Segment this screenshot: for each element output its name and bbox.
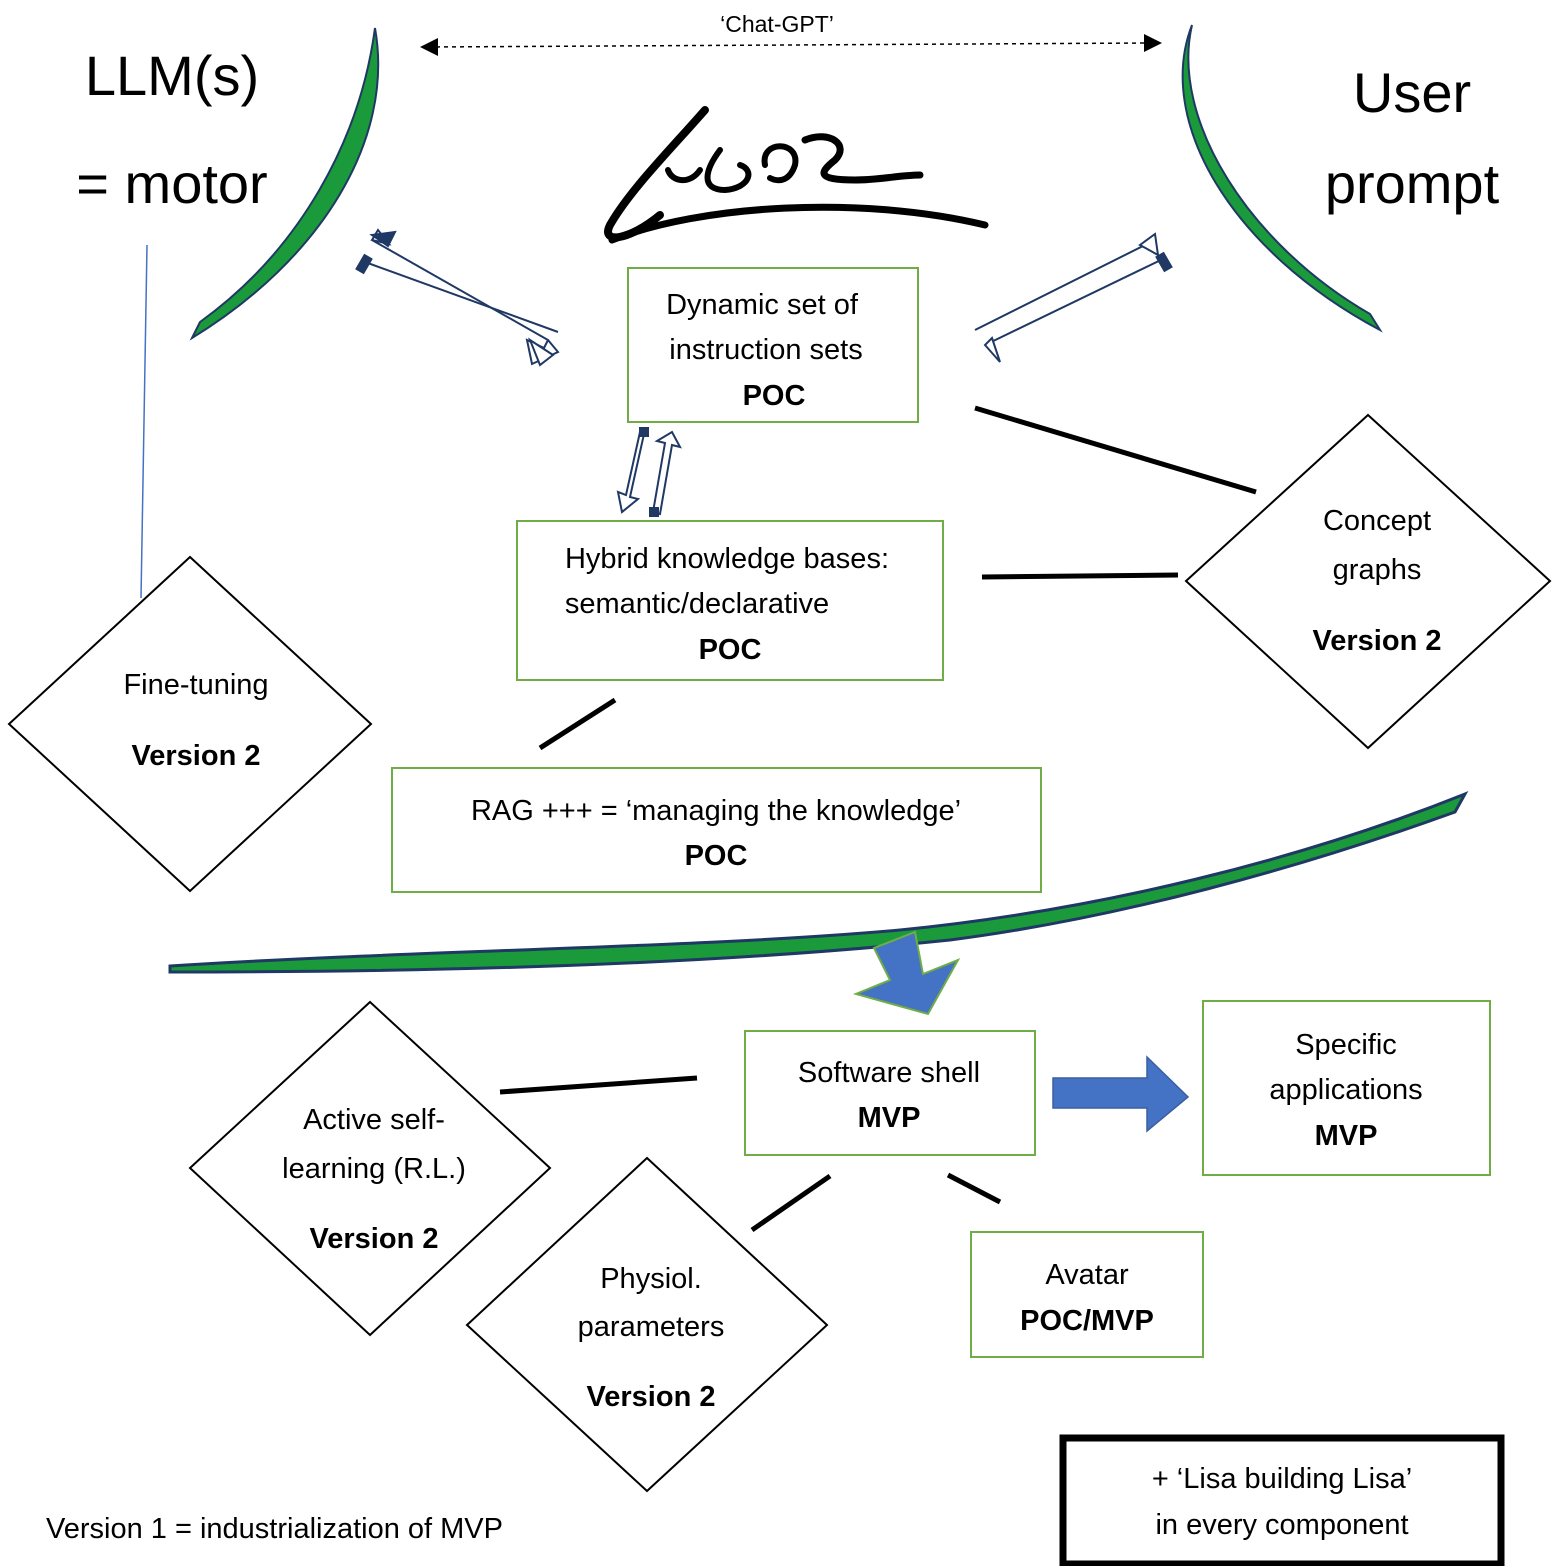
active-line2: learning (R.L.)	[282, 1153, 466, 1185]
vertical-double-arrow-icon	[616, 427, 682, 517]
active-line1: Active self-	[303, 1104, 445, 1136]
lisa-building-lisa-note-box	[1059, 1434, 1505, 1566]
finetuning-line1: Fine-tuning	[123, 669, 268, 701]
avatar-line1: Avatar	[1045, 1259, 1129, 1291]
dynamic-instruction-box	[627, 267, 919, 423]
dynamic-line1: Dynamic set of	[666, 289, 859, 321]
physiol-line2: parameters	[578, 1311, 725, 1343]
active-learning-diamond	[188, 1000, 552, 1337]
left-double-arrow-icon	[355, 228, 560, 367]
avatar-status: POC/MVP	[1020, 1305, 1154, 1337]
blue-down-arrow-icon	[852, 930, 961, 1016]
specific-status: MVP	[1315, 1120, 1378, 1152]
version-note: Version 1 = industrialization of MVP	[46, 1513, 503, 1545]
chatgpt-label: ‘Chat-GPT’	[720, 11, 834, 37]
physiol-parameters-diamond	[465, 1156, 829, 1493]
dynamic-line2: instruction sets	[669, 334, 862, 366]
specific-applications-box	[1202, 1000, 1491, 1176]
right-double-arrow-icon	[974, 232, 1173, 363]
llm-label-line2: = motor	[76, 152, 267, 215]
connector-lines	[499, 405, 1257, 1233]
lisa-logo	[604, 106, 989, 244]
physiol-status: Version 2	[587, 1381, 716, 1413]
specific-line1: Specific	[1295, 1029, 1397, 1061]
software-shell-box	[744, 1030, 1036, 1156]
concept-graphs-diamond	[1184, 413, 1552, 750]
hybrid-line2: semantic/declarative	[565, 588, 829, 620]
concept-status: Version 2	[1313, 625, 1442, 657]
chatgpt-connector	[420, 34, 1162, 56]
finetuning-status: Version 2	[132, 740, 261, 772]
shell-status: MVP	[858, 1102, 921, 1134]
shell-line1: Software shell	[798, 1057, 980, 1089]
user-label-line2: prompt	[1325, 152, 1500, 215]
blue-right-arrow-icon	[1052, 1055, 1190, 1133]
rag-line1: RAG +++ = ‘managing the knowledge’	[471, 795, 961, 827]
hybrid-line1: Hybrid knowledge bases:	[565, 543, 889, 575]
active-status: Version 2	[310, 1223, 439, 1255]
llm-finetuning-line	[140, 244, 148, 599]
right-green-swoosh	[1181, 24, 1383, 333]
finetuning-diamond	[7, 555, 373, 893]
concept-line2: graphs	[1333, 554, 1422, 586]
specific-line2: applications	[1269, 1074, 1422, 1106]
rag-status: POC	[685, 840, 748, 872]
rag-box	[391, 767, 1042, 893]
dynamic-status: POC	[743, 380, 806, 412]
hybrid-status: POC	[699, 634, 762, 666]
note-line2: in every component	[1155, 1509, 1408, 1541]
concept-line1: Concept	[1323, 505, 1431, 537]
physiol-line1: Physiol.	[600, 1263, 702, 1295]
hybrid-knowledge-box	[516, 520, 944, 681]
middle-green-swoosh	[168, 791, 1469, 974]
note-line1: + ‘Lisa building Lisa’	[1152, 1463, 1412, 1495]
avatar-box	[970, 1231, 1204, 1358]
left-green-swoosh	[189, 27, 380, 341]
user-label-line1: User	[1353, 61, 1471, 124]
llm-label-line1: LLM(s)	[85, 44, 259, 107]
